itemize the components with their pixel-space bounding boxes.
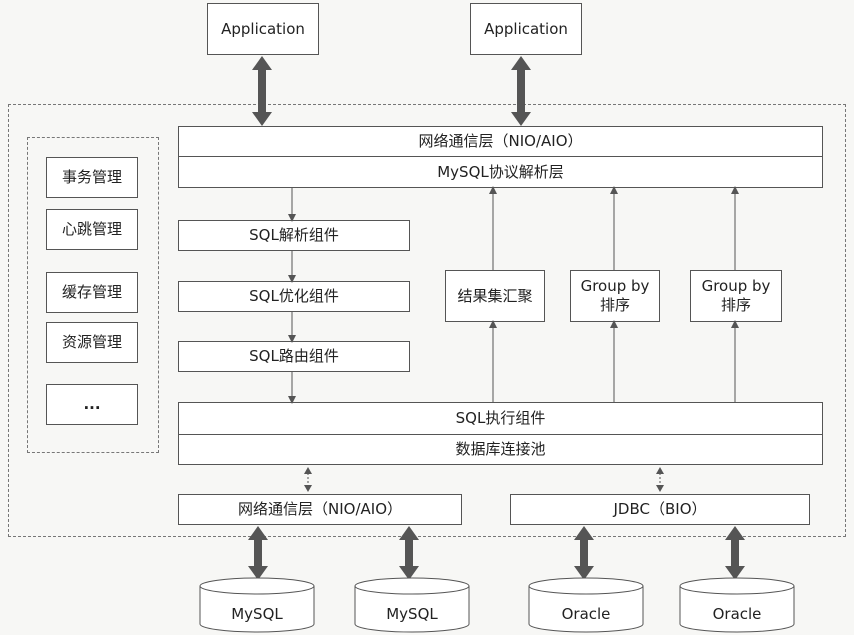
jdbc-label: JDBC（BIO） [613, 500, 707, 519]
database-cylinder-icon [354, 577, 470, 633]
management-label: 缓存管理 [61, 283, 122, 302]
network-layer-label: 网络通信层（NIO/AIO） [418, 132, 583, 151]
backend-network-layer-box: 网络通信层（NIO/AIO） [178, 494, 462, 525]
group-by-label: Group by [580, 277, 650, 296]
sql-parse-label: SQL解析组件 [249, 226, 339, 245]
protocol-layer-box: MySQL协议解析层 [178, 156, 823, 188]
protocol-layer-label: MySQL协议解析层 [437, 162, 564, 181]
database-label: Oracle [712, 605, 762, 623]
sort-label: 排序 [720, 296, 751, 314]
database-oracle-1: Oracle [528, 577, 644, 633]
result-merge-label: 结果集汇聚 [457, 286, 533, 305]
sql-parse-box: SQL解析组件 [178, 220, 410, 251]
database-label: Oracle [561, 605, 611, 623]
jdbc-box: JDBC（BIO） [510, 494, 810, 525]
application-label: Application [484, 19, 568, 38]
sql-exec-box: SQL执行组件 [178, 402, 823, 435]
database-label: MySQL [231, 605, 283, 623]
management-group [27, 137, 159, 453]
database-label: MySQL [386, 605, 438, 623]
connection-pool-box: 数据库连接池 [178, 434, 823, 465]
database-mysql-2: MySQL [354, 577, 470, 633]
management-item-cache: 缓存管理 [46, 272, 138, 313]
management-label: 事务管理 [61, 168, 122, 187]
management-item-heartbeat: 心跳管理 [46, 209, 138, 250]
application-box-right: Application [470, 3, 582, 55]
sql-route-label: SQL路由组件 [249, 347, 339, 366]
result-merge-box: 结果集汇聚 [445, 270, 545, 322]
management-label: 心跳管理 [61, 220, 122, 239]
backend-network-layer-label: 网络通信层（NIO/AIO） [238, 500, 402, 519]
sql-route-box: SQL路由组件 [178, 341, 410, 372]
group-sort-box-2: Group by 排序 [690, 270, 782, 322]
database-mysql-1: MySQL [199, 577, 315, 633]
database-cylinder-icon [528, 577, 644, 633]
system-boundary [8, 104, 846, 537]
application-label: Application [221, 19, 305, 38]
application-box-left: Application [207, 3, 319, 55]
network-layer-box: 网络通信层（NIO/AIO） [178, 126, 823, 157]
database-oracle-2: Oracle [679, 577, 795, 633]
connection-pool-label: 数据库连接池 [455, 440, 546, 459]
management-item-resource: 资源管理 [46, 322, 138, 363]
group-by-label: Group by [701, 277, 771, 296]
management-item-more: ... [46, 384, 138, 425]
database-cylinder-icon [679, 577, 795, 633]
group-sort-box-1: Group by 排序 [570, 270, 660, 322]
management-item-transaction: 事务管理 [46, 157, 138, 198]
management-label: ... [83, 395, 101, 414]
management-label: 资源管理 [61, 333, 122, 352]
sql-optimize-label: SQL优化组件 [249, 287, 339, 306]
sort-label: 排序 [599, 296, 630, 314]
sql-optimize-box: SQL优化组件 [178, 281, 410, 312]
database-cylinder-icon [199, 577, 315, 633]
sql-exec-label: SQL执行组件 [455, 409, 546, 428]
